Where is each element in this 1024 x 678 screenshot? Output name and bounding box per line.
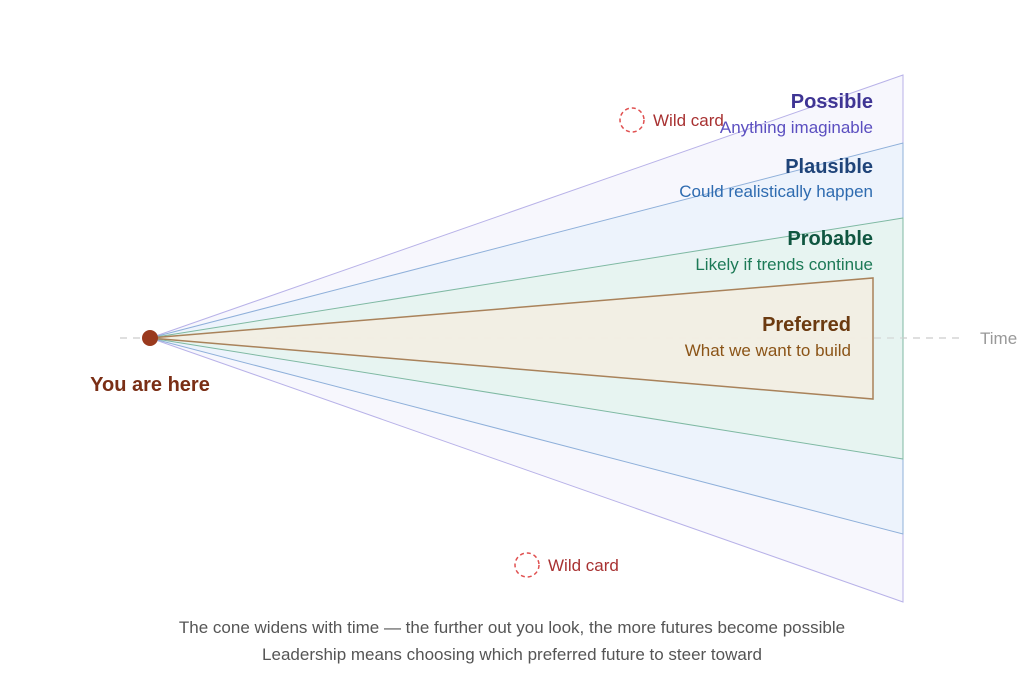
possible-title: Possible [791, 91, 873, 113]
wild-card-icon [514, 552, 540, 578]
plausible-subtitle: Could realistically happen [679, 182, 873, 201]
possible-subtitle: Anything imaginable [720, 118, 873, 137]
origin-dot [142, 330, 158, 346]
origin-label: You are here [90, 374, 210, 396]
preferred-subtitle: What we want to build [685, 341, 851, 360]
preferred-title: Preferred [762, 314, 851, 336]
probable-title: Probable [787, 228, 873, 250]
wild-card-label: Wild card [653, 111, 724, 130]
wild-card-icon [619, 107, 645, 133]
caption-line-1: The cone widens with time — the further … [179, 618, 845, 637]
caption-line-2: Leadership means choosing which preferre… [262, 645, 762, 664]
time-axis-label: Time [980, 329, 1017, 348]
probable-subtitle: Likely if trends continue [695, 255, 873, 274]
cone-preferred [149, 277, 874, 400]
plausible-title: Plausible [785, 156, 873, 178]
wild-card-label: Wild card [548, 556, 619, 575]
